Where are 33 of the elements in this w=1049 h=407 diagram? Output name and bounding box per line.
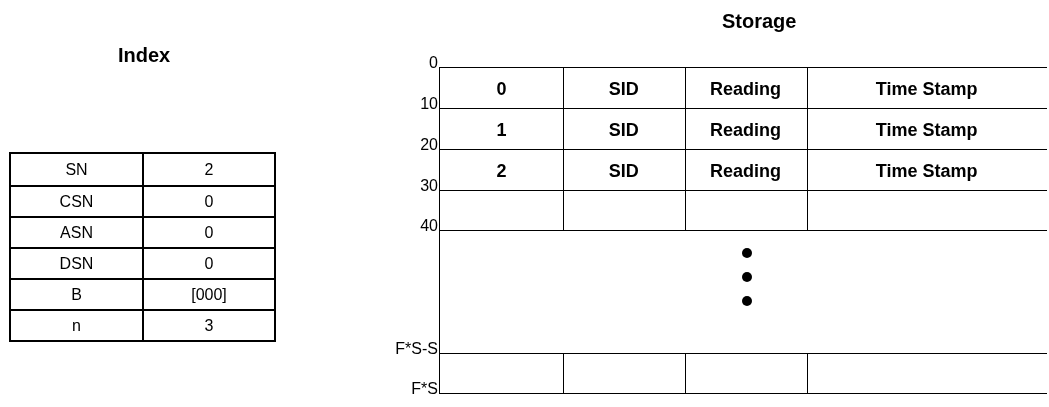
cell-text: Time Stamp bbox=[875, 120, 978, 139]
offset-label: 40 bbox=[420, 218, 438, 234]
field-name: n bbox=[72, 317, 81, 334]
cell-text: Time Stamp bbox=[875, 161, 978, 180]
field-value: 0 bbox=[204, 255, 214, 272]
field-value: 0 bbox=[204, 193, 214, 210]
cell-text: Reading bbox=[710, 120, 781, 139]
field-name: DSN bbox=[59, 255, 94, 272]
cell-text: Reading bbox=[710, 161, 781, 180]
offset-label: 0 bbox=[429, 55, 438, 71]
field-name: ASN bbox=[60, 224, 93, 241]
table-heading: Storage bbox=[722, 9, 797, 34]
table-heading: Index bbox=[118, 43, 171, 68]
offset-label: 20 bbox=[420, 137, 438, 153]
cell-text: 1 bbox=[496, 120, 507, 139]
field-value: 2 bbox=[204, 161, 214, 178]
field-name: SN bbox=[65, 161, 88, 178]
cell-text: Time Stamp bbox=[875, 79, 978, 98]
offset-label: 10 bbox=[420, 96, 438, 112]
field-value: [000] bbox=[191, 286, 227, 303]
offset-label: F*S bbox=[411, 381, 438, 397]
field-value: 3 bbox=[204, 317, 214, 334]
cell-text: 0 bbox=[496, 79, 507, 98]
cell-text: 2 bbox=[496, 161, 507, 180]
cell-text: SID bbox=[608, 120, 639, 139]
field-value: 0 bbox=[204, 224, 214, 241]
offset-label: F*S-S bbox=[395, 341, 438, 357]
field-name: CSN bbox=[59, 193, 94, 210]
cell-text: SID bbox=[608, 79, 639, 98]
cell-text: SID bbox=[608, 161, 639, 180]
cell-text: Reading bbox=[710, 79, 781, 98]
field-name: B bbox=[71, 286, 82, 303]
offset-label: 30 bbox=[420, 178, 438, 194]
